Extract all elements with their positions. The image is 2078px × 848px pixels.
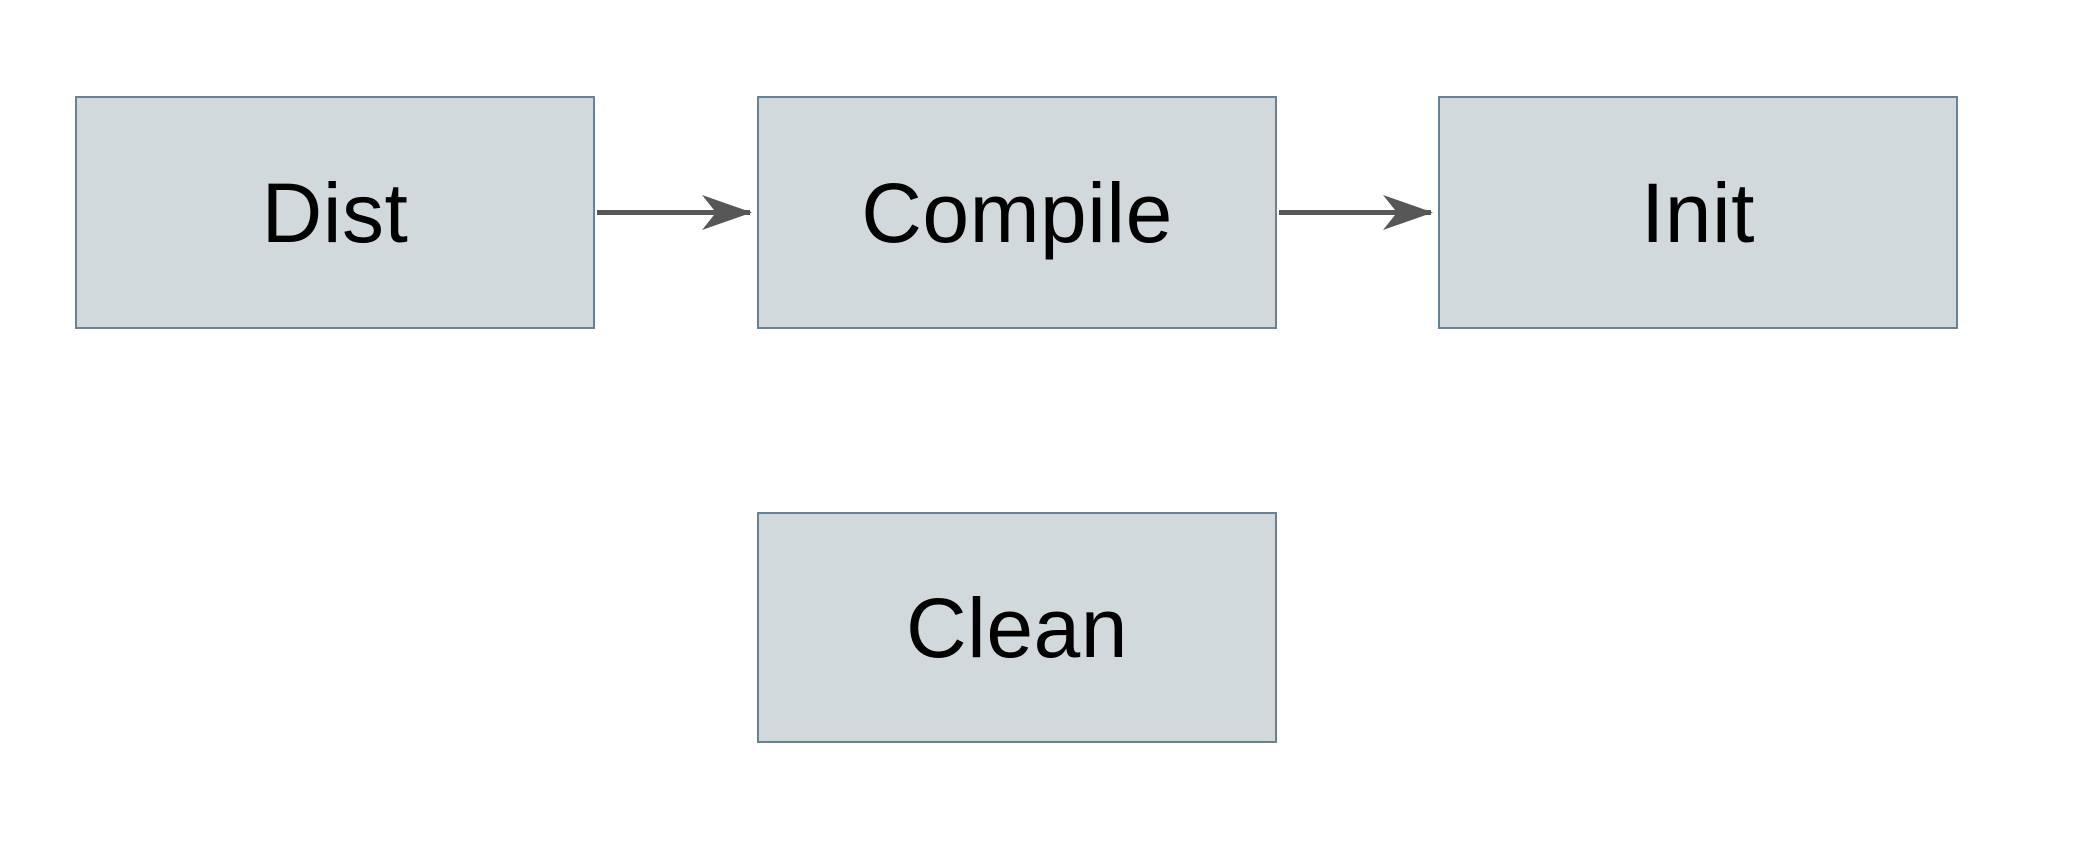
node-init-label: Init: [1640, 165, 1756, 260]
node-dist-label: Dist: [261, 165, 409, 260]
node-clean: Clean: [757, 512, 1277, 743]
node-dist: Dist: [75, 96, 595, 329]
node-clean-label: Clean: [906, 580, 1128, 675]
node-compile-label: Compile: [861, 165, 1173, 260]
node-init: Init: [1438, 96, 1958, 329]
node-compile: Compile: [757, 96, 1277, 329]
